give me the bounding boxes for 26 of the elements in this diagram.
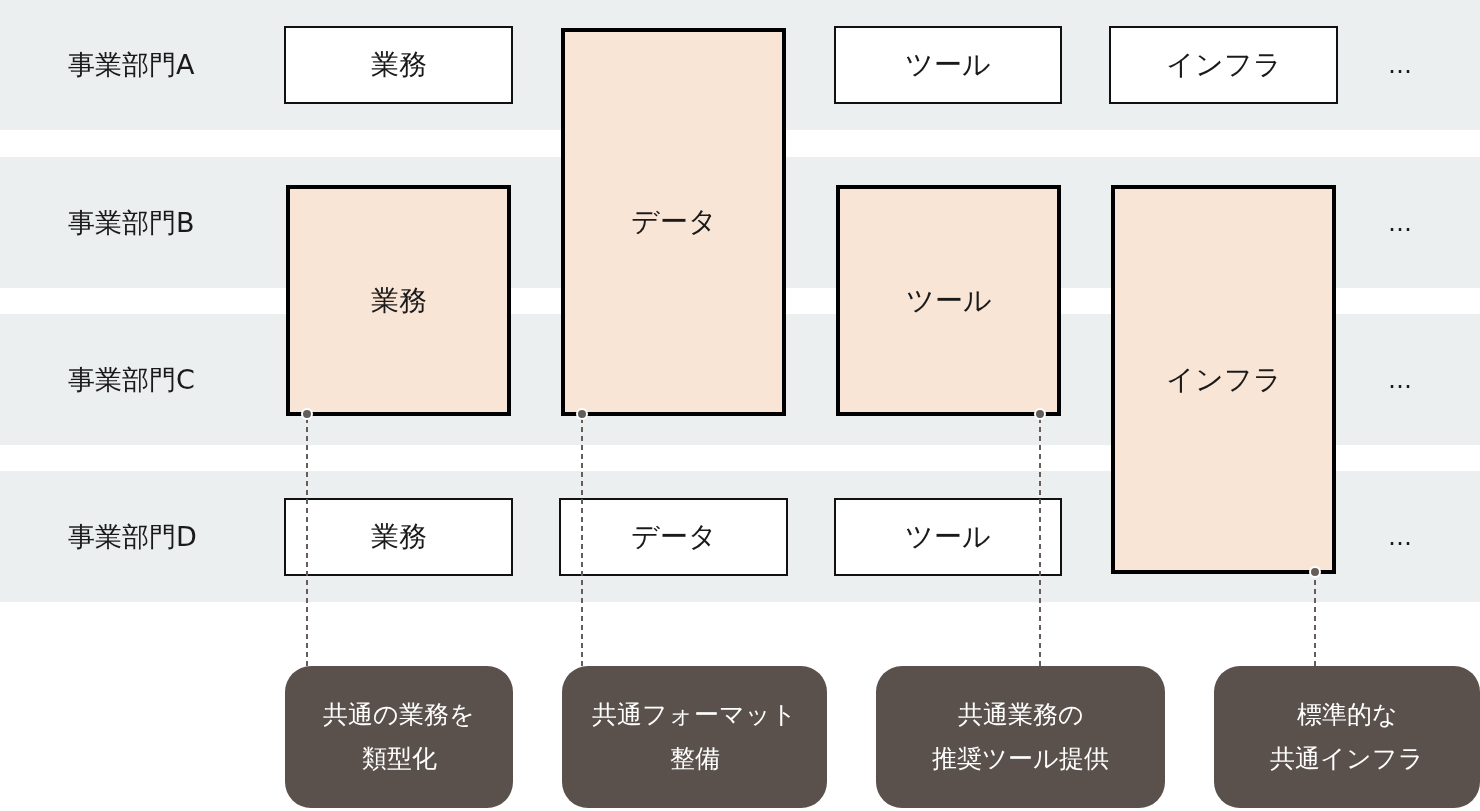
category-box: 業務	[284, 26, 513, 104]
row-label: 事業部門C	[68, 362, 195, 397]
callout-box: 共通業務の推奨ツール提供	[876, 666, 1165, 808]
leader-line	[1309, 566, 1321, 667]
shared-area-box: ツール	[836, 185, 1061, 416]
shared-area-box: インフラ	[1111, 185, 1336, 574]
ellipsis-text: …	[1388, 365, 1412, 394]
category-box: データ	[559, 498, 788, 576]
shared-area-box: データ	[561, 28, 786, 416]
callout-box: 共通の業務を類型化	[285, 666, 513, 808]
leader-line	[576, 408, 588, 667]
category-box: ツール	[834, 498, 1062, 576]
ellipsis-text: …	[1388, 522, 1412, 551]
shared-area-box: 業務	[286, 185, 511, 416]
callout-box: 共通フォーマット整備	[562, 666, 827, 808]
leader-line	[301, 408, 313, 667]
category-box: インフラ	[1109, 26, 1338, 104]
category-box: 業務	[284, 498, 513, 576]
leader-line	[1034, 408, 1046, 667]
row-label: 事業部門D	[68, 519, 197, 554]
callout-box: 標準的な共通インフラ	[1214, 666, 1480, 808]
ellipsis-text: …	[1388, 51, 1412, 79]
row-label: 事業部門B	[68, 205, 195, 240]
category-box: ツール	[834, 26, 1062, 104]
ellipsis-text: …	[1388, 208, 1412, 237]
row-label: 事業部門A	[68, 48, 195, 82]
